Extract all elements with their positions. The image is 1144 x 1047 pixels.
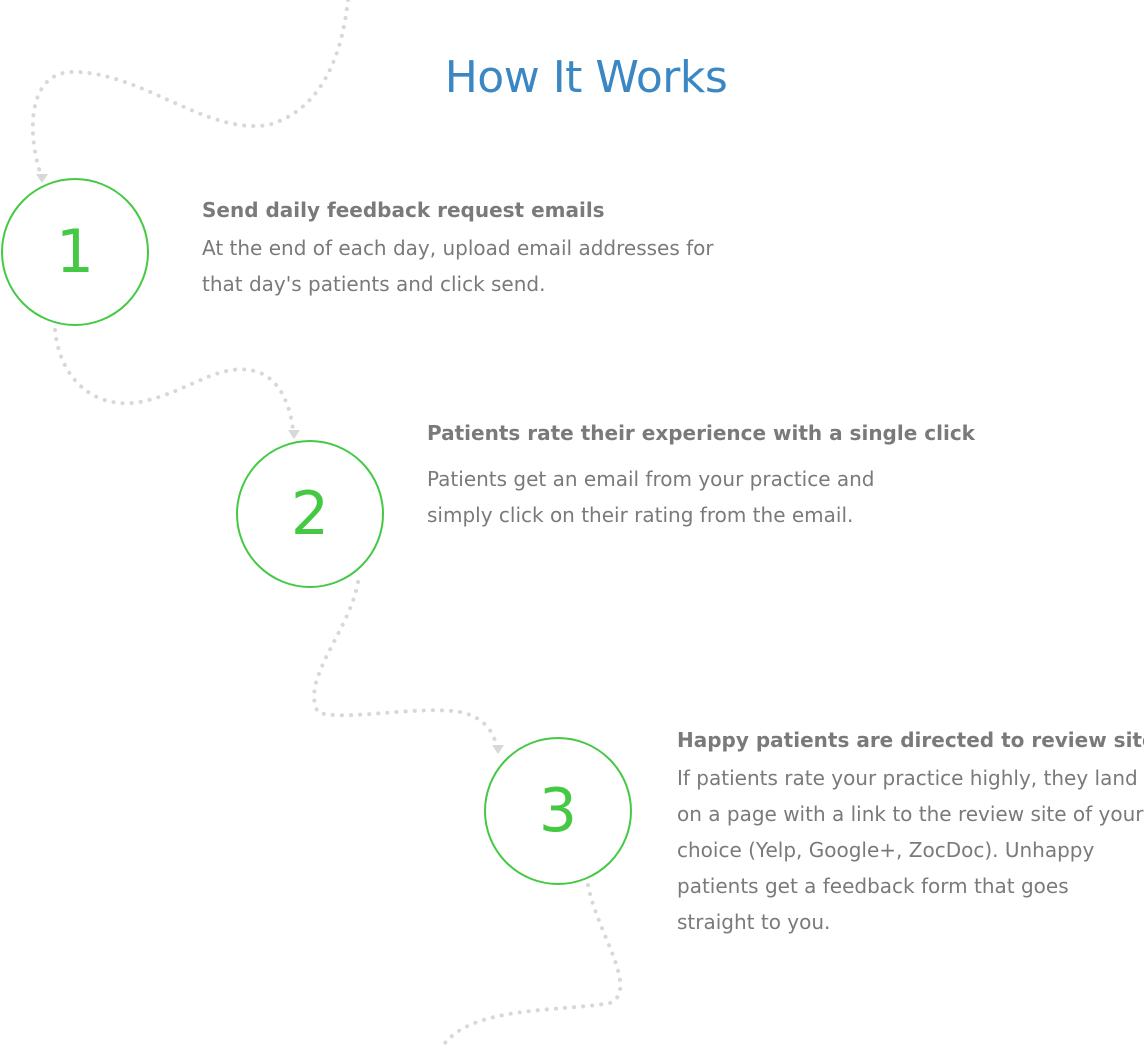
arrow-1-icon <box>36 174 48 183</box>
page-title: How It Works <box>444 52 728 103</box>
step-3-circle: 3 <box>484 737 632 885</box>
step-2-content: Patients rate their experience with a si… <box>427 421 975 533</box>
step-2-body: Patients get an email from your practice… <box>427 467 875 527</box>
arrow-2-icon <box>288 430 300 439</box>
arrow-3-icon <box>492 745 504 754</box>
step-1-body: At the end of each day, upload email add… <box>202 236 714 296</box>
step-1-number: 1 <box>55 217 95 287</box>
step-2-circle: 2 <box>236 440 384 588</box>
step-2-number: 2 <box>290 479 330 549</box>
step-3-body: If patients rate your practice highly, t… <box>677 766 1144 934</box>
step-2-heading: Patients rate their experience with a si… <box>427 421 975 445</box>
step-1-heading: Send daily feedback request emails <box>202 198 605 222</box>
path-segment-top <box>30 0 350 180</box>
step-1-circle: 1 <box>1 178 149 326</box>
path-segment-bottom <box>440 883 623 1047</box>
step-3-heading: Happy patients are directed to review si… <box>677 728 1144 752</box>
step-3-content: Happy patients are directed to review si… <box>677 728 1144 940</box>
step-1-content: Send daily feedback request emails At th… <box>202 198 722 302</box>
path-segment-1-to-2 <box>53 328 296 440</box>
step-3-number: 3 <box>538 776 578 846</box>
path-segment-2-to-3 <box>312 580 500 754</box>
